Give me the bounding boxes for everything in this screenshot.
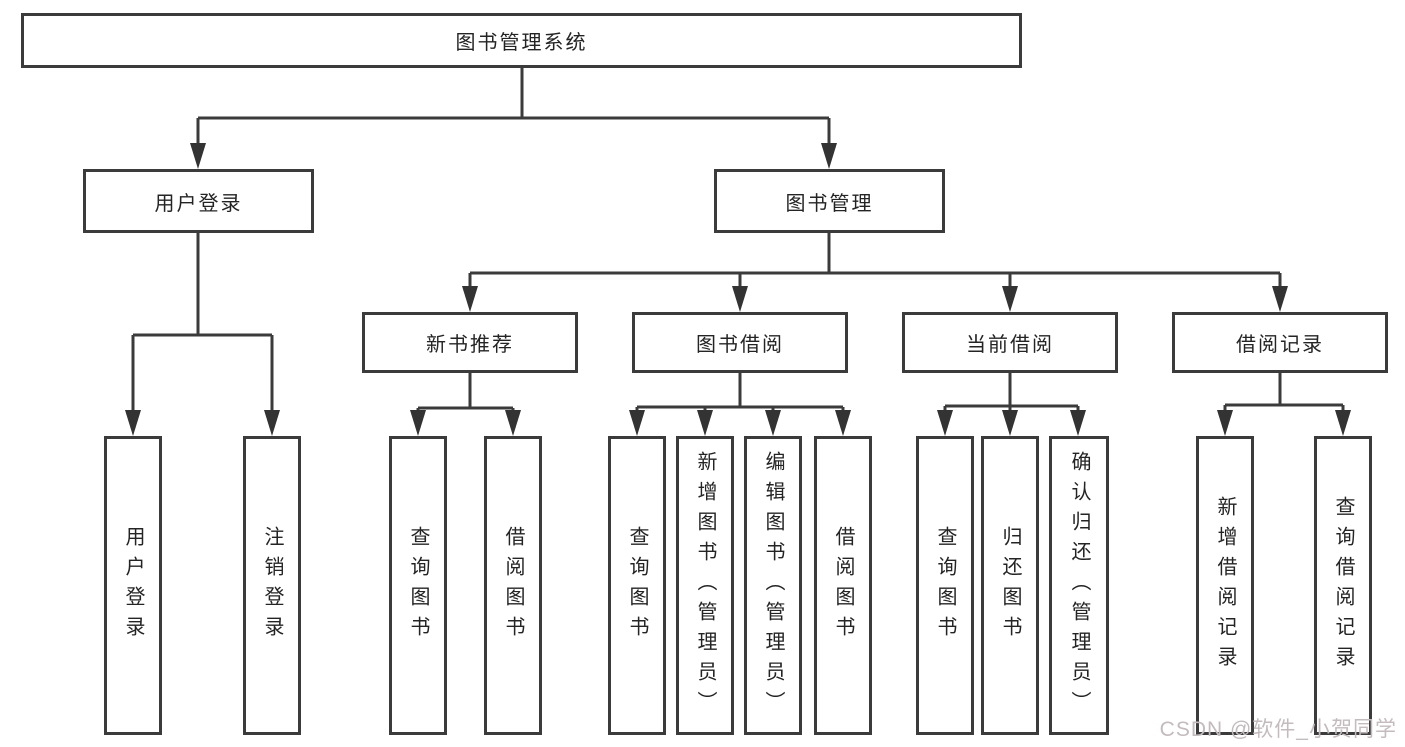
- node-label: 新书推荐: [426, 334, 514, 356]
- node-label: 当前借阅: [966, 334, 1054, 356]
- node-borrowing-records: 借阅记录: [1172, 312, 1388, 373]
- node-label: 查询图书: [626, 525, 648, 646]
- node-label: 新增图书（管理员）: [694, 450, 716, 721]
- leaf-borrow-books-recommend: 借阅图书: [484, 436, 542, 735]
- leaf-edit-books-admin: 编辑图书（管理员）: [744, 436, 802, 735]
- leaf-user-login: 用户登录: [104, 436, 162, 735]
- node-user-login: 用户登录: [83, 169, 314, 233]
- node-label: 借阅记录: [1236, 334, 1324, 356]
- node-label: 注销登录: [261, 525, 283, 646]
- node-label: 查询借阅记录: [1332, 495, 1354, 676]
- leaf-return-books: 归还图书: [981, 436, 1039, 735]
- leaf-borrow-books-borrowing: 借阅图书: [814, 436, 872, 735]
- leaf-query-books-borrowing: 查询图书: [608, 436, 666, 735]
- node-root-system: 图书管理系统: [21, 13, 1022, 68]
- node-label: 用户登录: [122, 525, 144, 646]
- csdn-watermark: CSDN @软件_小贺同学: [1159, 718, 1397, 741]
- node-label: 借阅图书: [832, 525, 854, 646]
- node-label: 图书管理系统: [455, 32, 588, 54]
- node-book-management: 图书管理: [714, 169, 945, 233]
- node-label: 编辑图书（管理员）: [762, 450, 784, 721]
- node-label: 确认归还（管理员）: [1068, 450, 1090, 721]
- leaf-logout: 注销登录: [243, 436, 301, 735]
- node-label: 归还图书: [999, 525, 1021, 646]
- node-label: 借阅图书: [502, 525, 524, 646]
- arrowheads: [125, 143, 1351, 436]
- node-new-book-recommendation: 新书推荐: [362, 312, 578, 373]
- leaf-query-books-current: 查询图书: [916, 436, 974, 735]
- leaf-add-books-admin: 新增图书（管理员）: [676, 436, 734, 735]
- node-current-borrowing: 当前借阅: [902, 312, 1118, 373]
- node-label: 图书管理: [785, 192, 874, 215]
- leaf-add-borrowing-record: 新增借阅记录: [1196, 436, 1254, 735]
- node-book-borrowing: 图书借阅: [632, 312, 848, 373]
- leaf-query-borrowing-record: 查询借阅记录: [1314, 436, 1372, 735]
- node-label: 查询图书: [407, 525, 429, 646]
- node-label: 用户登录: [154, 192, 243, 215]
- node-label: 图书借阅: [696, 334, 784, 356]
- leaf-query-books-recommend: 查询图书: [389, 436, 447, 735]
- leaf-confirm-return-admin: 确认归还（管理员）: [1049, 436, 1109, 735]
- node-label: 新增借阅记录: [1214, 495, 1236, 676]
- node-label: 查询图书: [934, 525, 956, 646]
